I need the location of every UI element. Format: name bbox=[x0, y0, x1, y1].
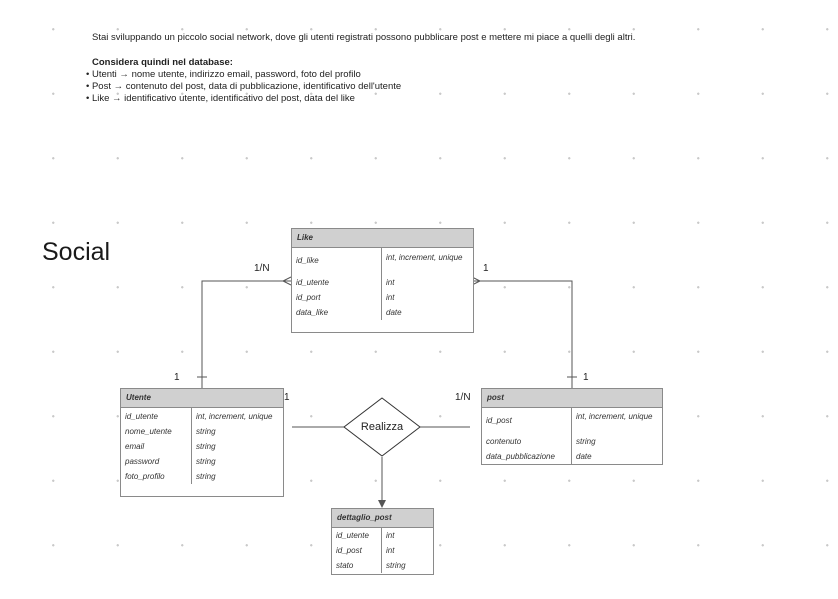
connector-like-post bbox=[472, 280, 573, 388]
cardinality-like-right: 1 bbox=[483, 263, 489, 274]
field-name: foto_profilo bbox=[125, 472, 165, 481]
entity-like[interactable]: Like id_like int, increment, unique id_u… bbox=[291, 228, 474, 333]
entity-row: id_post int, increment, unique bbox=[482, 408, 662, 434]
entity-body: id_utente int id_post int stato string bbox=[332, 528, 433, 573]
entity-row: contenuto string bbox=[482, 434, 662, 449]
instruction-note: Stai sviluppando un piccolo social netwo… bbox=[92, 32, 635, 105]
entity-row: data_pubblicazione date bbox=[482, 449, 662, 464]
field-type: string bbox=[196, 442, 216, 451]
relationship-diamond bbox=[343, 397, 421, 457]
field-type: int, increment, unique bbox=[196, 412, 273, 421]
entity-body: id_utente int, increment, unique nome_ut… bbox=[121, 408, 283, 484]
cardinality-utente-top: 1 bbox=[174, 372, 180, 383]
entity-dettaglio-post[interactable]: dettaglio_post id_utente int id_post int… bbox=[331, 508, 434, 575]
field-name: data_like bbox=[296, 308, 329, 317]
entity-row: id_post int bbox=[332, 543, 433, 558]
field-type: int, increment, unique bbox=[386, 253, 463, 262]
field-name: id_port bbox=[296, 293, 321, 302]
entity-row: nome_utente string bbox=[121, 424, 283, 439]
column-divider bbox=[191, 408, 192, 484]
note-heading: Considera quindi nel database: bbox=[92, 57, 233, 68]
entity-row: id_port int bbox=[292, 290, 473, 305]
field-name: id_utente bbox=[296, 278, 329, 287]
field-type: string bbox=[386, 561, 406, 570]
note-item: Utenti → nome utente, indirizzo email, p… bbox=[86, 69, 629, 81]
entity-row: id_utente int bbox=[332, 528, 433, 543]
column-divider bbox=[381, 528, 382, 573]
field-name: id_utente bbox=[336, 531, 369, 540]
field-type: int bbox=[386, 531, 395, 540]
entity-body: id_like int, increment, unique id_utente… bbox=[292, 248, 473, 320]
entity-body: id_post int, increment, unique contenuto… bbox=[482, 408, 662, 464]
entity-row: id_utente int, increment, unique bbox=[121, 408, 283, 424]
field-name: id_post bbox=[486, 416, 512, 425]
column-divider bbox=[381, 248, 382, 320]
field-type: string bbox=[196, 472, 216, 481]
field-name: nome_utente bbox=[125, 427, 172, 436]
arrowhead-dettaglio bbox=[378, 500, 386, 508]
cardinality-post-left: 1/N bbox=[455, 392, 471, 403]
field-type: string bbox=[196, 427, 216, 436]
note-list: Utenti → nome utente, indirizzo email, p… bbox=[92, 69, 635, 105]
field-type: string bbox=[576, 437, 596, 446]
field-type: date bbox=[576, 452, 592, 461]
connector-like-utente bbox=[201, 280, 291, 388]
field-type: int, increment, unique bbox=[576, 412, 653, 421]
field-name: id_like bbox=[296, 256, 319, 265]
note-intro: Stai sviluppando un piccolo social netwo… bbox=[92, 32, 636, 43]
field-type: date bbox=[386, 308, 402, 317]
field-name: data_pubblicazione bbox=[486, 452, 555, 461]
cardinality-like-left: 1/N bbox=[254, 263, 270, 274]
field-type: string bbox=[196, 457, 216, 466]
relationship-label: Realizza bbox=[360, 421, 404, 433]
cardinality-utente-right: 1 bbox=[284, 392, 290, 403]
field-name: id_utente bbox=[125, 412, 158, 421]
entity-title: dettaglio_post bbox=[332, 509, 433, 528]
crow-foot-like-right bbox=[471, 276, 482, 286]
note-item: Post → contenuto del post, data di pubbl… bbox=[86, 81, 629, 93]
field-type: int bbox=[386, 293, 395, 302]
entity-row: id_utente int bbox=[292, 275, 473, 290]
entity-row: email string bbox=[121, 439, 283, 454]
entity-title: post bbox=[482, 389, 662, 408]
field-name: stato bbox=[336, 561, 354, 570]
field-name: id_post bbox=[336, 546, 362, 555]
entity-title: Utente bbox=[121, 389, 283, 408]
entity-row: data_like date bbox=[292, 305, 473, 320]
entity-utente[interactable]: Utente id_utente int, increment, unique … bbox=[120, 388, 284, 497]
crow-foot-like-left bbox=[281, 276, 292, 286]
entity-row: id_like int, increment, unique bbox=[292, 248, 473, 275]
entity-row: foto_profilo string bbox=[121, 469, 283, 484]
entity-row: password string bbox=[121, 454, 283, 469]
field-name: contenuto bbox=[486, 437, 522, 446]
note-item: Like → identificativo utente, identifica… bbox=[86, 93, 629, 105]
board-title: Social bbox=[42, 238, 111, 266]
entity-title: Like bbox=[292, 229, 473, 248]
field-type: int bbox=[386, 278, 395, 287]
field-name: email bbox=[125, 442, 145, 451]
entity-post[interactable]: post id_post int, increment, unique cont… bbox=[481, 388, 663, 465]
entity-row: stato string bbox=[332, 558, 433, 573]
cardinality-post-top: 1 bbox=[583, 372, 589, 383]
field-type: int bbox=[386, 546, 395, 555]
field-name: password bbox=[125, 457, 160, 466]
column-divider bbox=[571, 408, 572, 464]
